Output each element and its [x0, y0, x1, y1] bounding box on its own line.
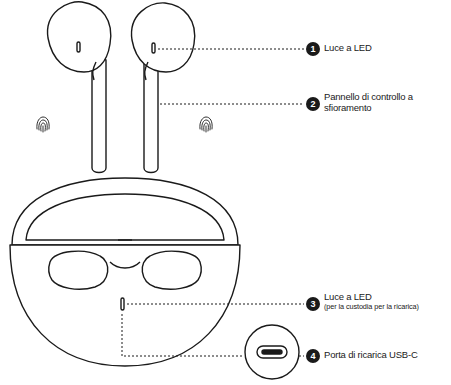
- leader-line: [122, 314, 244, 356]
- callout-number: 4: [306, 349, 320, 363]
- part-label: Pannello di controllo a sfioramento: [324, 92, 429, 114]
- case-led: [121, 298, 124, 310]
- touch-icon: [200, 117, 212, 132]
- earbud-seat: [142, 251, 201, 289]
- case-cavity: [26, 194, 224, 240]
- case-notch: [118, 239, 132, 240]
- usb-zoom-circle: [245, 325, 299, 379]
- case-ridge: [110, 262, 140, 268]
- part-label: Luce a LED: [324, 43, 372, 54]
- earbud-edge: [93, 62, 96, 80]
- earbud-seat: [49, 251, 108, 289]
- earbud-stem: [144, 58, 158, 173]
- callout-number: 1: [306, 42, 320, 56]
- usb-c-port: [257, 346, 287, 358]
- case-rim: [12, 178, 238, 245]
- touch-icon: [37, 117, 49, 132]
- usb-c-tongue: [262, 350, 282, 354]
- earbud-head: [48, 2, 111, 72]
- callout-number: 2: [306, 97, 320, 111]
- part-label: Luce a LED: [324, 292, 372, 303]
- earbud-edge: [145, 62, 148, 80]
- led-light: [152, 43, 155, 53]
- leader-line: [160, 104, 304, 105]
- part-note: (per la custodia per la ricarica): [324, 303, 419, 311]
- earbud-stem: [92, 55, 106, 173]
- part-label: Porta di ricarica USB-C: [324, 350, 418, 361]
- callout-number: 3: [306, 297, 320, 311]
- leader-line: [299, 356, 304, 357]
- case-body: [10, 245, 240, 366]
- leader-line: [127, 304, 304, 305]
- earbud-head: [132, 3, 195, 72]
- led-light: [77, 42, 80, 52]
- leader-line: [158, 49, 304, 50]
